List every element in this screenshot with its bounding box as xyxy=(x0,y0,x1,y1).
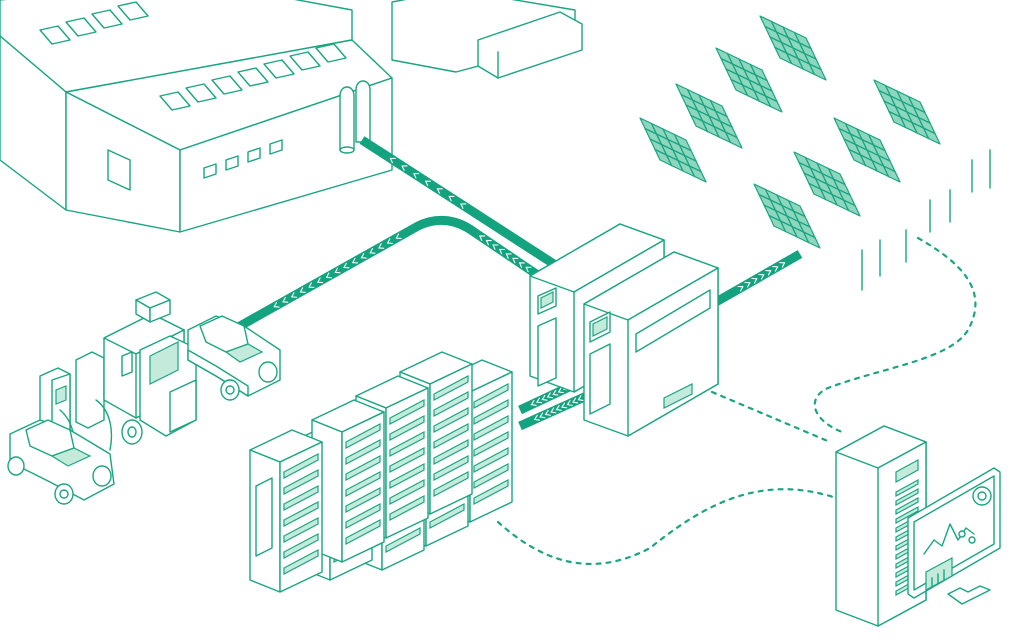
factory-building xyxy=(0,0,582,232)
electric-car-left xyxy=(8,420,114,504)
battery-storage-racks xyxy=(250,352,512,592)
electric-car-right xyxy=(188,316,280,400)
battery-rack xyxy=(312,400,384,562)
data-link-solar-control xyxy=(815,238,976,432)
ev-charging-area xyxy=(8,292,280,504)
electric-truck xyxy=(104,292,196,444)
cable-solar-inverter xyxy=(716,254,800,302)
data-link-battery-control xyxy=(498,489,842,564)
cable-inverter-ev xyxy=(240,220,545,326)
data-link-inverter-control xyxy=(712,392,830,442)
